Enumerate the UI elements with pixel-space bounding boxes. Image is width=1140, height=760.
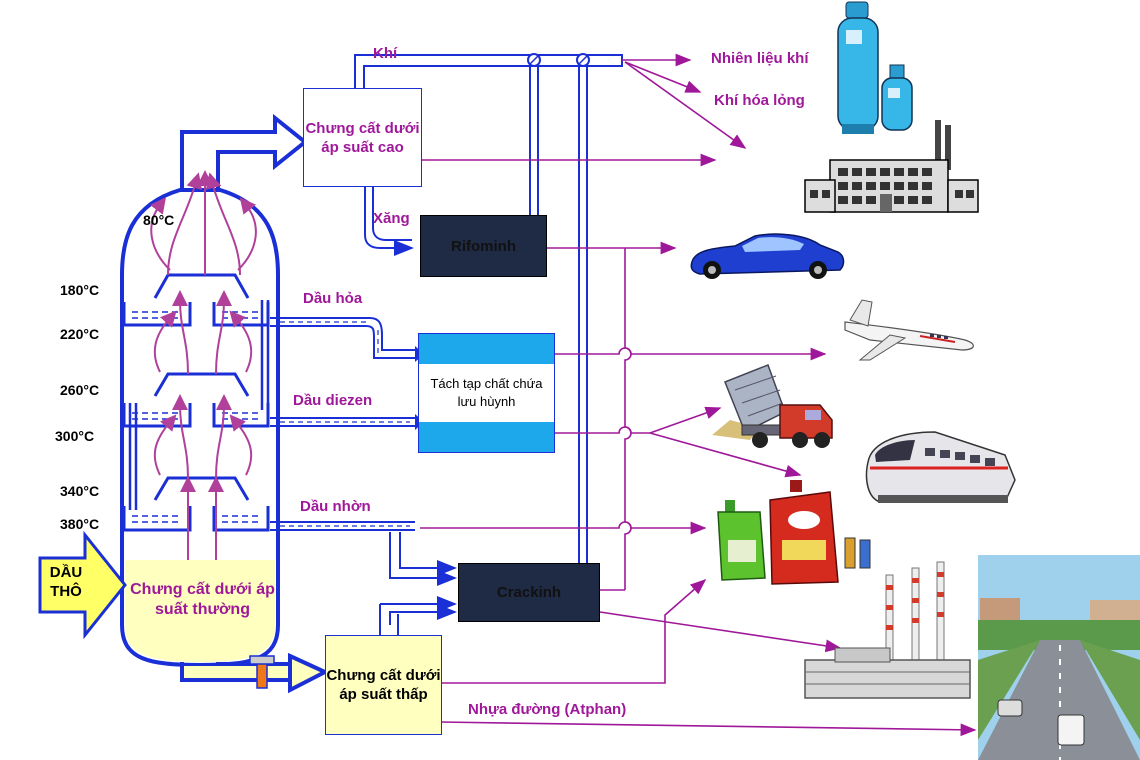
crude-oil-label: DẦU THÔ bbox=[49, 564, 83, 600]
crackinh-box: Crackinh bbox=[458, 563, 600, 622]
product-nhien-lieu-khi: Nhiên liệu khí bbox=[711, 50, 809, 67]
temp-80: 80°C bbox=[143, 212, 175, 228]
car-icon bbox=[690, 233, 845, 279]
dump-truck-icon bbox=[712, 364, 833, 448]
temp-220: 220°C bbox=[60, 326, 100, 342]
distillation-column bbox=[38, 113, 330, 694]
rifominh-box: Rifominh bbox=[420, 215, 547, 277]
rifominh-label: Rifominh bbox=[451, 237, 516, 255]
atmospheric-distillation-label: Chưng cất dưới áp suất thường bbox=[130, 581, 275, 618]
gas-cylinder-icon bbox=[837, 1, 913, 134]
low-pressure-label: Chưng cất dưới áp suất thấp bbox=[326, 667, 441, 703]
stream-dau-diezen: Dầu diezen bbox=[293, 392, 373, 409]
crackinh-label: Crackinh bbox=[496, 584, 562, 601]
pipe-flow-dashes bbox=[280, 321, 410, 527]
sulfur-removal-box: Tách tạp chất chứa lưu hùynh bbox=[418, 333, 555, 453]
product-khi-hoa-long: Khí hóa lỏng bbox=[714, 92, 805, 109]
temp-260: 260°C bbox=[60, 382, 100, 398]
temp-340: 340°C bbox=[60, 483, 100, 499]
high-pressure-distillation-box: Chưng cất dưới áp suất cao bbox=[303, 88, 422, 187]
factory-icon bbox=[804, 120, 979, 213]
stream-khi: Khí bbox=[373, 45, 398, 62]
sulfur-removal-label: Tách tạp chất chứa lưu hùynh bbox=[430, 376, 543, 409]
temp-300: 300°C bbox=[55, 428, 95, 444]
stream-dau-hoa: Dầu hỏa bbox=[303, 290, 363, 307]
stream-nhua-duong: Nhựa đường (Atphan) bbox=[468, 701, 627, 718]
stream-xang: Xăng bbox=[373, 210, 410, 227]
temp-380: 380°C bbox=[60, 516, 100, 532]
side-draw-pipes bbox=[270, 317, 415, 531]
city-road-icon bbox=[978, 555, 1140, 760]
oil-can-icon bbox=[717, 480, 871, 585]
train-icon bbox=[865, 431, 1016, 503]
temp-180: 180°C bbox=[60, 282, 100, 298]
power-plant-icon bbox=[804, 561, 971, 699]
high-pressure-label: Chưng cất dưới áp suất cao bbox=[305, 119, 420, 156]
stream-dau-nhon: Dầu nhờn bbox=[300, 498, 371, 515]
airplane-icon bbox=[844, 299, 974, 361]
low-pressure-distillation-box: Chưng cất dưới áp suất thấp bbox=[325, 635, 442, 735]
